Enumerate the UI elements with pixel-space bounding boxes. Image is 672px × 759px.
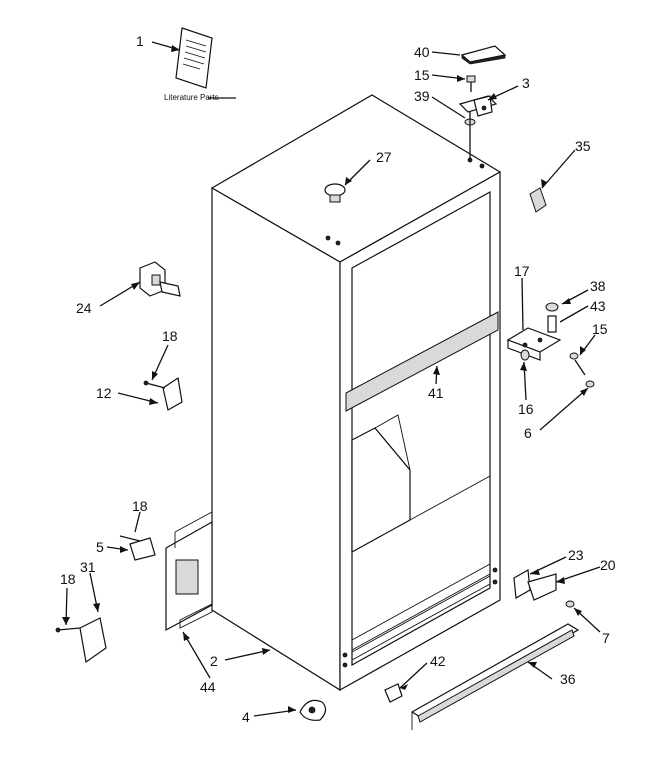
literature-parts-label: Literature Parts <box>164 93 219 102</box>
literature-parts-booklet <box>175 27 213 89</box>
center-screws <box>569 352 595 388</box>
callout-1: 1 <box>136 33 144 49</box>
callout-2: 2 <box>210 653 218 669</box>
callout-44: 44 <box>200 679 216 695</box>
toe-grille-part <box>410 623 580 730</box>
callout-18-mid: 18 <box>132 498 148 514</box>
callout-15-top: 15 <box>414 67 430 83</box>
callout-16: 16 <box>518 401 534 417</box>
part-5 <box>119 535 156 561</box>
top-hinge-part <box>458 95 498 160</box>
top-plug-part <box>324 183 346 203</box>
callout-18-upper: 18 <box>162 328 178 344</box>
part-24 <box>139 261 181 297</box>
callout-24: 24 <box>76 300 92 316</box>
callout-41: 41 <box>428 385 444 401</box>
callout-23: 23 <box>568 547 584 563</box>
part-31 <box>55 617 107 664</box>
callout-38: 38 <box>590 278 606 294</box>
callout-5: 5 <box>96 539 104 555</box>
callout-20: 20 <box>600 557 616 573</box>
callout-36: 36 <box>560 671 576 687</box>
callout-4: 4 <box>242 709 250 725</box>
side-panel-part-44 <box>165 511 213 632</box>
callout-6: 6 <box>524 425 532 441</box>
callout-40: 40 <box>414 44 430 60</box>
part-35 <box>529 187 547 213</box>
callout-3: 3 <box>522 75 530 91</box>
callout-18-lower: 18 <box>60 571 76 587</box>
callout-31: 31 <box>80 559 96 575</box>
part-42 <box>384 683 403 703</box>
callout-12: 12 <box>96 385 112 401</box>
top-hinge-screw <box>466 75 476 92</box>
center-hinge-bracket <box>506 327 562 361</box>
callout-42: 42 <box>430 653 446 669</box>
refrigerator-cabinet <box>210 94 502 692</box>
callout-39: 39 <box>414 88 430 104</box>
part-38-43 <box>545 302 559 333</box>
arrow-heads <box>62 45 588 713</box>
callout-15-mid: 15 <box>592 321 608 337</box>
callout-17: 17 <box>514 263 530 279</box>
callout-27: 27 <box>376 149 392 165</box>
part-4 <box>299 699 327 721</box>
callout-7: 7 <box>602 630 610 646</box>
callout-43: 43 <box>590 298 606 314</box>
part-12 <box>143 376 183 411</box>
callout-35: 35 <box>575 138 591 154</box>
lower-hinge-part <box>513 569 575 608</box>
